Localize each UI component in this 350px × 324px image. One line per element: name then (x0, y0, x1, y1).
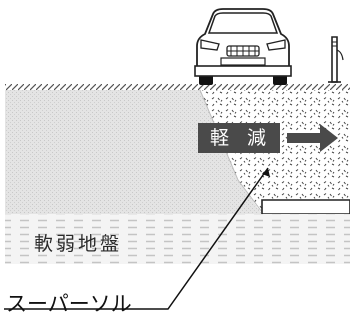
arrow-right-icon (287, 124, 338, 152)
base-slab (261, 199, 350, 215)
guard-post-icon (328, 36, 344, 83)
soft-ground-label: 軟弱地盤 (34, 233, 123, 255)
reduction-label: 軽 減 (198, 123, 280, 153)
ground-section (5, 84, 350, 264)
road-surface (5, 84, 350, 90)
soft-ground-layer (5, 214, 350, 264)
car-front-icon (194, 8, 292, 85)
leader-line (4, 167, 270, 310)
product-name-label: スーパーソル (6, 292, 132, 316)
